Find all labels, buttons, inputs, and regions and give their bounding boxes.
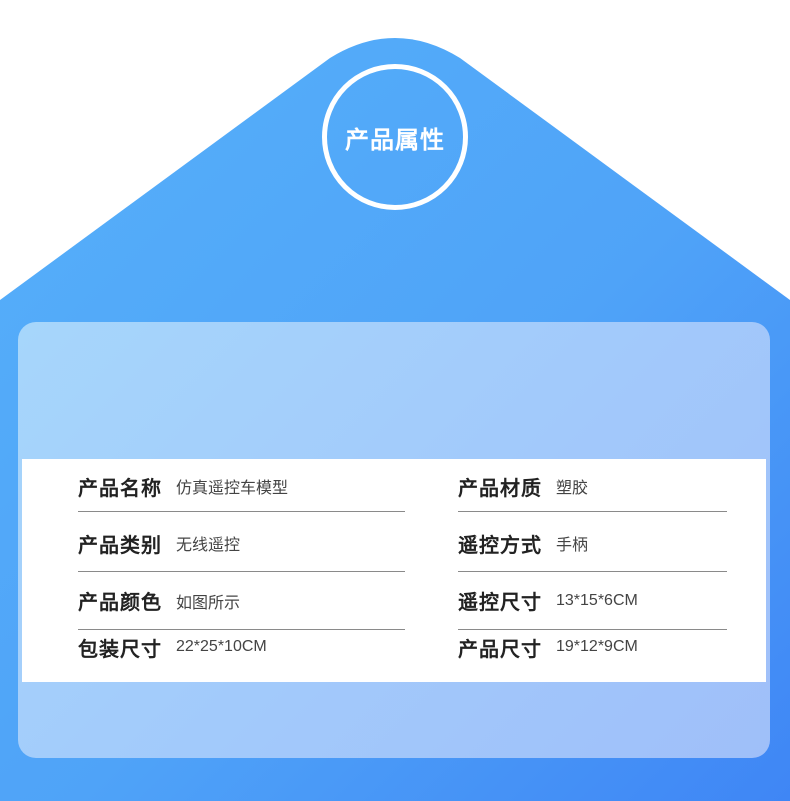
attribute-row: 遥控方式 手柄 bbox=[458, 515, 727, 572]
attribute-label: 产品类别 bbox=[78, 532, 162, 557]
attribute-value: 22*25*10CM bbox=[176, 638, 267, 655]
attribute-row: 包装尺寸 22*25*10CM bbox=[78, 630, 405, 664]
section-title: 产品属性 bbox=[345, 125, 445, 154]
attribute-value: 如图所示 bbox=[176, 594, 241, 612]
attribute-row: 产品材质 塑胶 bbox=[458, 461, 727, 512]
attribute-value: 13*15*6CM bbox=[556, 591, 638, 609]
attribute-value: 手柄 bbox=[556, 537, 589, 554]
attribute-row: 产品颜色 如图所示 bbox=[78, 572, 405, 630]
attribute-value: 塑胶 bbox=[556, 480, 589, 497]
attribute-row: 产品尺寸 19*12*9CM bbox=[458, 630, 727, 664]
attribute-row: 产品类别 无线遥控 bbox=[78, 515, 405, 572]
attribute-value: 19*12*9CM bbox=[556, 638, 638, 655]
attribute-value: 无线遥控 bbox=[176, 537, 241, 554]
attribute-label: 遥控方式 bbox=[458, 532, 542, 557]
section-badge: 产品属性 bbox=[322, 64, 468, 210]
attribute-label: 产品名称 bbox=[78, 475, 162, 500]
attribute-value: 仿真遥控车模型 bbox=[176, 480, 289, 497]
attribute-label: 产品尺寸 bbox=[458, 636, 542, 661]
attribute-label: 包装尺寸 bbox=[78, 636, 162, 661]
attribute-label: 产品颜色 bbox=[78, 590, 162, 614]
attribute-row: 产品名称 仿真遥控车模型 bbox=[78, 461, 405, 512]
attribute-label: 产品材质 bbox=[458, 475, 542, 500]
attribute-row: 遥控尺寸 13*15*6CM bbox=[458, 572, 727, 630]
attribute-label: 遥控尺寸 bbox=[458, 590, 542, 614]
attributes-table: 产品名称 仿真遥控车模型 产品类别 无线遥控 产品颜色 如图所示 包装尺寸 22… bbox=[22, 459, 766, 682]
